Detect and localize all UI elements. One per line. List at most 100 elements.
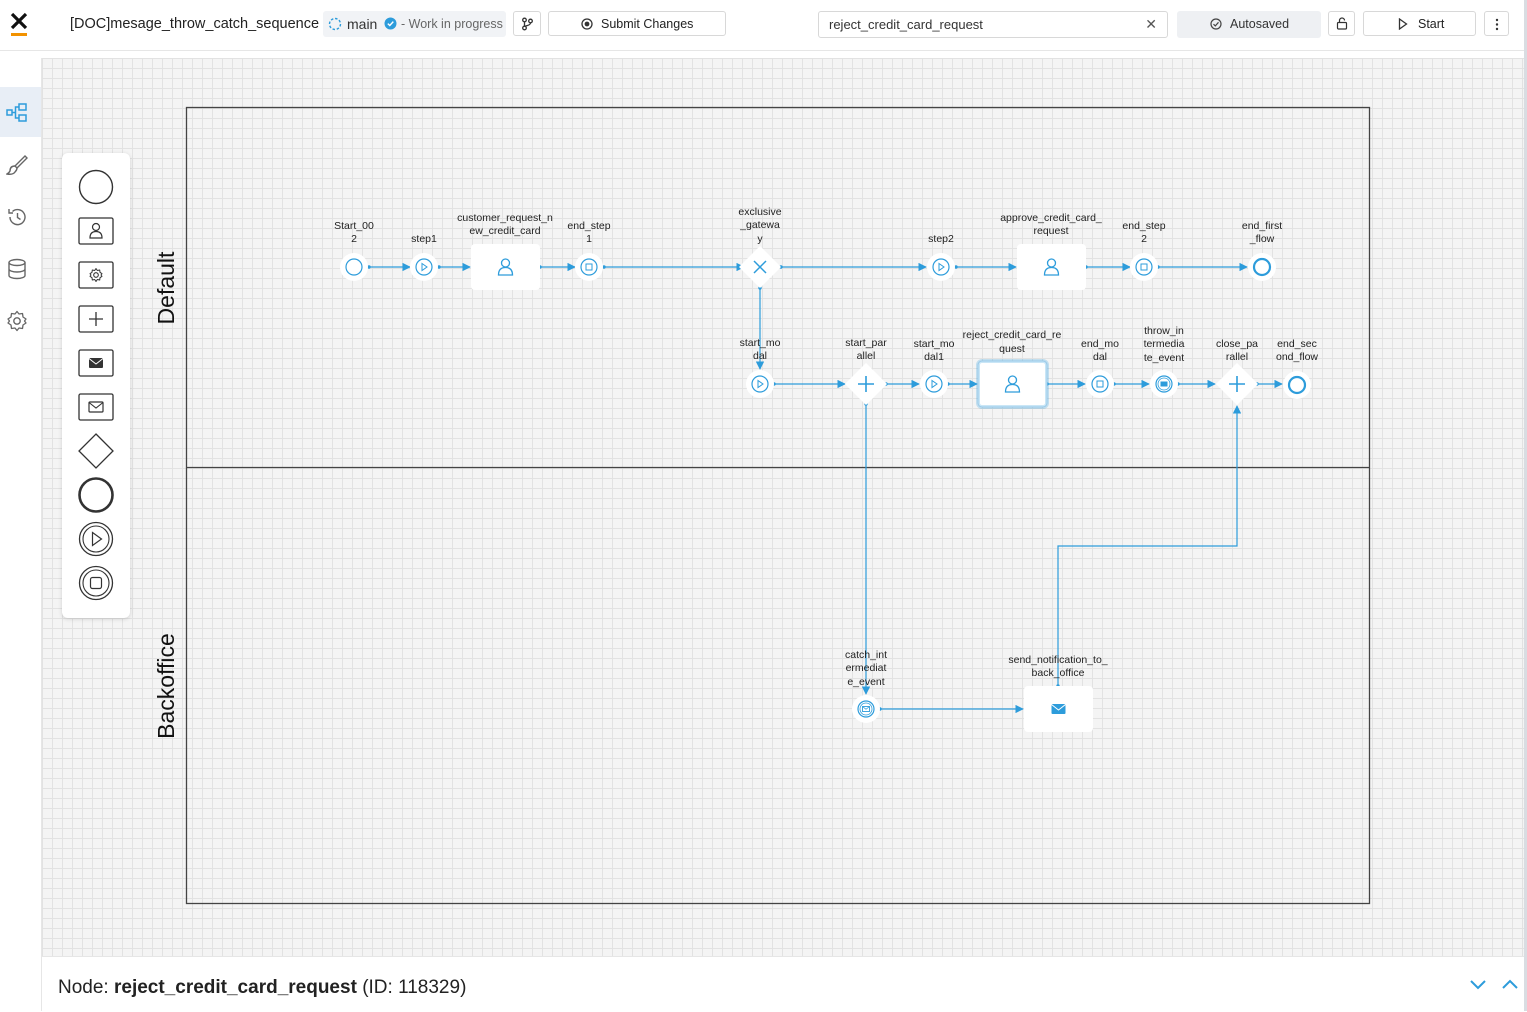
node-end-step1[interactable] — [575, 253, 603, 281]
more-options-button[interactable] — [1484, 11, 1509, 36]
node-catch-intermediate-event[interactable] — [852, 695, 880, 723]
lock-button[interactable] — [1328, 11, 1355, 36]
lock-icon — [1336, 17, 1348, 30]
label-catch-intermediate: catch_int — [845, 649, 887, 661]
label-step1: step1 — [411, 233, 437, 245]
branch-name: main — [347, 16, 378, 32]
palette-start-event[interactable] — [76, 167, 116, 207]
record-icon — [581, 18, 593, 30]
node-step1[interactable] — [410, 253, 438, 281]
top-bar: [DOC]mesage_throw_catch_sequence main - … — [0, 0, 1527, 51]
palette-receive-message-task[interactable] — [76, 387, 116, 427]
label-customer-request-2: ew_credit_card — [469, 225, 540, 237]
submit-changes-button[interactable]: Submit Changes — [548, 11, 726, 36]
node-search[interactable]: ✕ — [818, 11, 1168, 38]
flow-send-closeparallel — [1057, 405, 1242, 686]
node-send-notification-to-back-office[interactable] — [1024, 686, 1093, 732]
left-sidebar — [0, 58, 42, 1011]
label-customer-request: customer_request_n — [457, 212, 553, 224]
node-throw-intermediate-event[interactable] — [1150, 370, 1178, 398]
node-end-second-flow[interactable] — [1283, 371, 1311, 399]
node-exclusive-gateway[interactable] — [739, 246, 781, 288]
end-event-icon — [78, 477, 114, 513]
label-throw-intermediate-3: te_event — [1144, 352, 1184, 364]
node-start-002[interactable] — [340, 253, 368, 281]
node-start-modal[interactable] — [746, 370, 774, 398]
autosaved-status: Autosaved — [1177, 11, 1321, 38]
label-end-first-flow: end_first — [1242, 220, 1282, 232]
sidebar-item-diagram[interactable] — [0, 87, 41, 137]
sidebar-item-settings[interactable] — [0, 295, 41, 345]
node-labels: Start_00 2 step1 customer_request_n ew_c… — [334, 206, 1318, 688]
label-catch-intermediate-2: ermediat — [846, 662, 887, 674]
label-start-modal-2: dal — [753, 350, 767, 362]
palette-start-milestone[interactable] — [76, 519, 116, 559]
palette-end-event[interactable] — [76, 475, 116, 515]
palette-send-message-task[interactable] — [76, 343, 116, 383]
label-exclusive-gateway-2: _gatewa — [739, 219, 780, 231]
node-reject-credit-card-request[interactable] — [976, 359, 1049, 409]
start-button[interactable]: Start — [1363, 11, 1476, 36]
palette-parallel-gateway[interactable] — [76, 299, 116, 339]
node-end-first-flow[interactable] — [1248, 253, 1276, 281]
label-send-notification-2: back_office — [1032, 667, 1085, 679]
node-close-parallel[interactable] — [1216, 363, 1258, 405]
node-start-modal1[interactable] — [920, 370, 948, 398]
label-end-step1: end_step — [567, 220, 610, 232]
branch-selector[interactable]: main - Work in progress — [323, 11, 506, 37]
end-milestone-icon — [78, 565, 114, 601]
node-end-modal[interactable] — [1086, 370, 1114, 398]
sidebar-item-history[interactable] — [0, 191, 41, 241]
label-reject: reject_credit_card_re — [963, 329, 1062, 341]
branch-menu-button[interactable] — [513, 11, 541, 36]
send-message-task-icon — [78, 349, 114, 377]
label-start-002: Start_00 — [334, 220, 374, 232]
label-end-modal: end_mo — [1081, 338, 1119, 350]
palette-end-milestone[interactable] — [76, 563, 116, 603]
node-step2[interactable] — [927, 253, 955, 281]
label-end-step2-2: 2 — [1141, 233, 1147, 245]
node-customer-request[interactable] — [471, 244, 540, 290]
label-end-step2: end_step — [1122, 220, 1165, 232]
lane-label-backoffice: Backoffice — [153, 633, 179, 739]
label-catch-intermediate-3: e_event — [847, 676, 884, 688]
search-input[interactable] — [827, 16, 1131, 33]
label-step2: step2 — [928, 233, 954, 245]
diagram-canvas[interactable]: Default Backoffice — [42, 58, 1527, 956]
pool-border — [185, 106, 1371, 905]
palette-service-task[interactable] — [76, 255, 116, 295]
node-start-parallel[interactable] — [845, 363, 887, 405]
branch-status-text: - Work in progress — [401, 17, 503, 31]
node-end-step2[interactable] — [1130, 253, 1158, 281]
diagram-icon — [6, 103, 27, 122]
scrollbar[interactable] — [1524, 0, 1527, 1011]
sidebar-item-style[interactable] — [0, 139, 41, 189]
clear-search-icon[interactable]: ✕ — [1145, 16, 1157, 32]
node-palette — [62, 153, 130, 618]
start-event-icon — [78, 169, 114, 205]
label-throw-intermediate: throw_in — [1144, 325, 1184, 337]
palette-exclusive-gateway[interactable] — [76, 431, 116, 471]
submit-changes-label: Submit Changes — [601, 17, 694, 31]
label-end-first-flow-2: _flow — [1249, 233, 1275, 245]
label-start-modal: start_mo — [740, 337, 781, 349]
label-start-modal1-2: dal1 — [924, 351, 944, 363]
parallel-gateway-icon — [78, 305, 114, 333]
label-end-second-flow: end_sec — [1277, 338, 1317, 350]
start-label: Start — [1418, 17, 1445, 31]
palette-user-task[interactable] — [76, 211, 116, 251]
node-details-bar: Node: reject_credit_card_request (ID: 11… — [42, 956, 1527, 1012]
label-close-parallel: close_pa — [1216, 338, 1258, 350]
git-branch-icon — [522, 17, 533, 31]
app-logo-icon[interactable] — [9, 12, 29, 38]
label-end-modal-2: dal — [1093, 351, 1107, 363]
service-task-icon — [78, 261, 114, 289]
start-milestone-icon — [78, 521, 114, 557]
node-approve-credit-card-request[interactable] — [1017, 244, 1086, 290]
chevron-up-icon[interactable] — [1501, 977, 1519, 991]
sidebar-item-data[interactable] — [0, 243, 41, 293]
lane-label-default: Default — [153, 251, 179, 324]
autosaved-label: Autosaved — [1230, 17, 1290, 31]
chevron-down-icon[interactable] — [1469, 977, 1487, 991]
sequence-flows — [366, 262, 1283, 714]
